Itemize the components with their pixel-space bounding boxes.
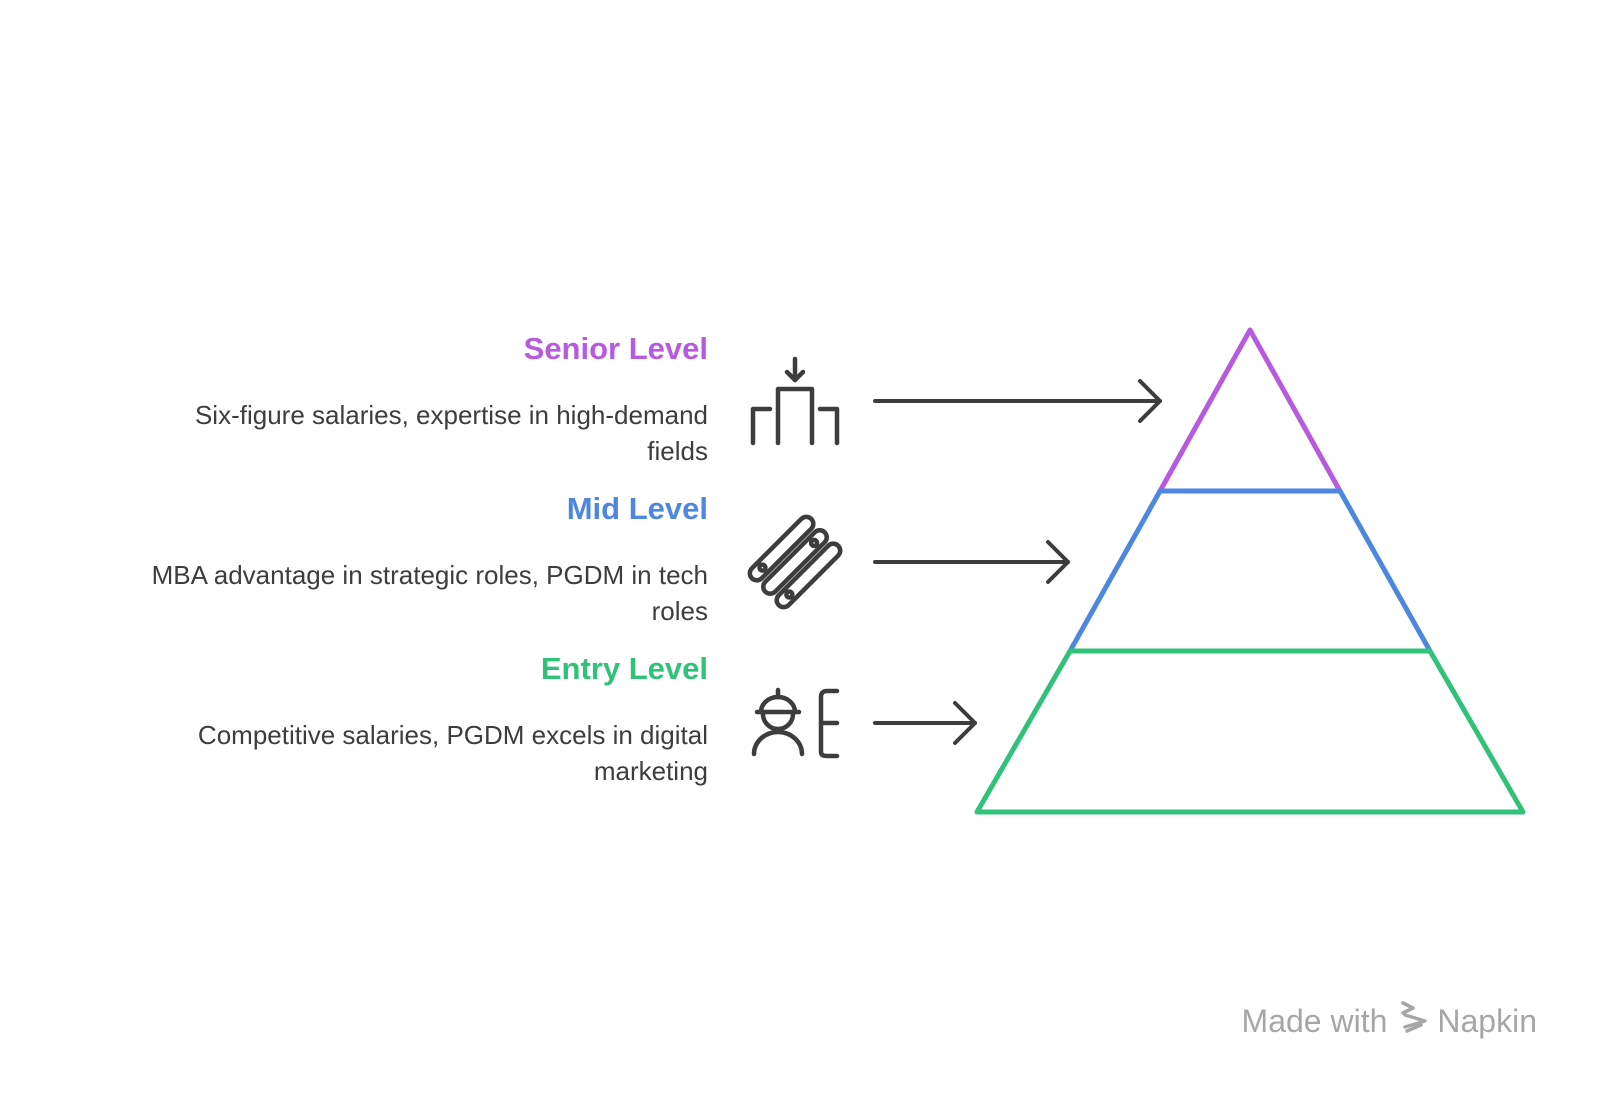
arrow-senior-icon [873, 379, 1162, 423]
level-senior: Senior Level Six-figure salaries, expert… [148, 331, 708, 469]
level-title-mid: Mid Level [566, 491, 708, 526]
pyramid-tier-entry [974, 648, 1526, 815]
level-description-mid: MBA advantage in strategic roles, PGDM i… [151, 560, 708, 626]
level-title-entry: Entry Level [540, 651, 708, 686]
level-title-senior: Senior Level [523, 331, 708, 366]
level-mid: Mid Level MBA advantage in strategic rol… [148, 491, 708, 629]
made-with-label: Made with [1241, 1002, 1388, 1039]
napkin-logo-icon [1399, 999, 1429, 1043]
career-ladder-icon [750, 356, 840, 446]
skill-links-icon [747, 514, 843, 610]
pyramid-tier-senior [1157, 327, 1343, 494]
arrow-entry-icon [873, 701, 977, 745]
worker-hardhat-icon [751, 687, 840, 759]
napkin-brand-label: Napkin [1437, 1002, 1537, 1039]
arrow-mid-icon [873, 540, 1070, 584]
level-entry: Entry Level Competitive salaries, PGDM e… [148, 651, 708, 789]
pyramid-tier-mid [1067, 488, 1433, 654]
level-description-entry: Competitive salaries, PGDM excels in dig… [197, 720, 708, 786]
pyramid [974, 327, 1526, 815]
made-with-napkin-watermark: Made with Napkin [1242, 999, 1537, 1043]
level-description-senior: Six-figure salaries, expertise in high-d… [194, 400, 708, 466]
